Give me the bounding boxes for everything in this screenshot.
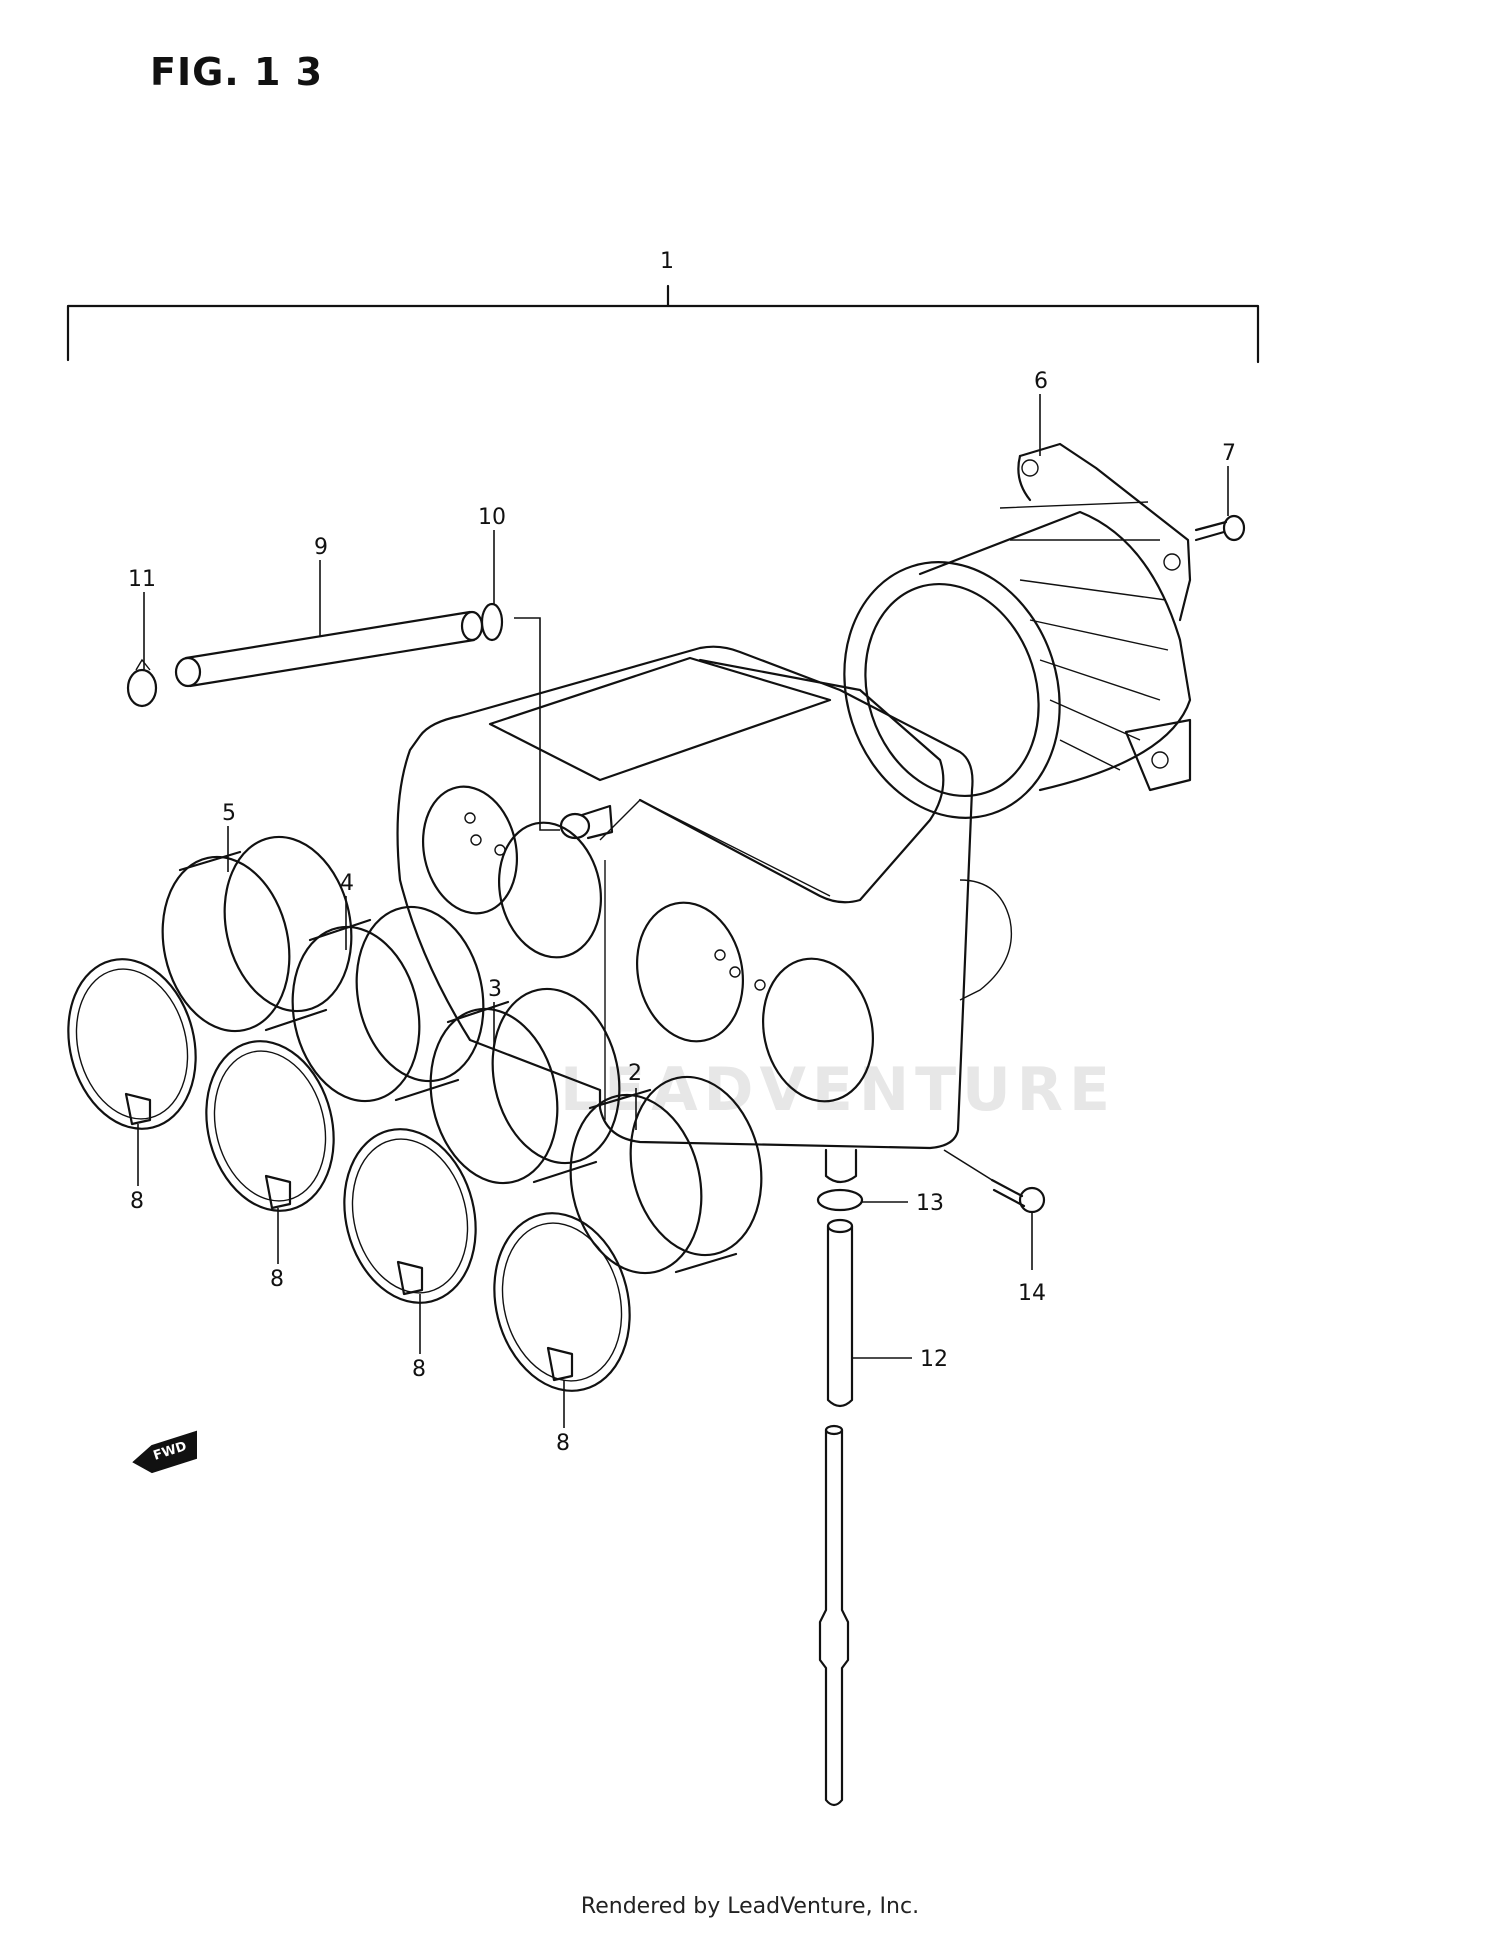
leader-14-ext <box>943 1149 993 1181</box>
forward-direction-arrow: FWD <box>132 1430 197 1474</box>
callout-9: 9 <box>314 535 328 560</box>
callout-11: 11 <box>128 567 156 592</box>
breather-hose-part-9 <box>174 610 484 688</box>
render-credit: Rendered by LeadVenture, Inc. <box>580 1894 920 1919</box>
intake-joint-part-4 <box>291 905 485 1103</box>
callout-8c: 8 <box>412 1357 426 1382</box>
callout-8b: 8 <box>270 1267 284 1292</box>
callout-5: 5 <box>222 801 236 826</box>
callout-1: 1 <box>660 249 674 274</box>
intake-joint-part-2 <box>569 1075 763 1275</box>
intake-joint-part-5 <box>161 835 353 1033</box>
callout-14: 14 <box>1018 1281 1046 1306</box>
watermark-text: LEADVENTURE <box>560 1055 1116 1125</box>
callout-7: 7 <box>1222 441 1236 466</box>
callout-13: 13 <box>916 1191 944 1216</box>
callout-8a: 8 <box>130 1189 144 1214</box>
callout-2: 2 <box>628 1061 642 1086</box>
screw-part-7 <box>1194 514 1246 542</box>
air-cleaner-element <box>843 442 1192 819</box>
clamp-part-10 <box>480 602 504 642</box>
callout-6: 6 <box>1034 369 1048 394</box>
callout-10: 10 <box>478 505 506 530</box>
callout-4: 4 <box>340 871 354 896</box>
callout-8d: 8 <box>556 1431 570 1456</box>
clamp-part-8-c <box>343 1128 477 1304</box>
drain-plug-part-12 <box>826 1218 854 1408</box>
drain-tube <box>818 1424 850 1807</box>
intake-joint-part-3 <box>429 987 621 1185</box>
leader-10-ext <box>514 617 560 831</box>
clamp-part-8-a <box>67 958 197 1130</box>
assembly-bracket <box>66 284 1260 364</box>
o-ring-part-13 <box>816 1188 864 1212</box>
bolt-part-14 <box>990 1178 1046 1214</box>
callout-3: 3 <box>488 977 502 1002</box>
air-cleaner-housing <box>396 645 1013 1184</box>
clamp-part-8-b <box>205 1040 335 1212</box>
clamp-part-8-d <box>493 1212 631 1392</box>
callout-12: 12 <box>920 1347 948 1372</box>
figure-title: FIG. 1 3 <box>150 50 324 94</box>
clamp-part-11 <box>126 658 158 708</box>
